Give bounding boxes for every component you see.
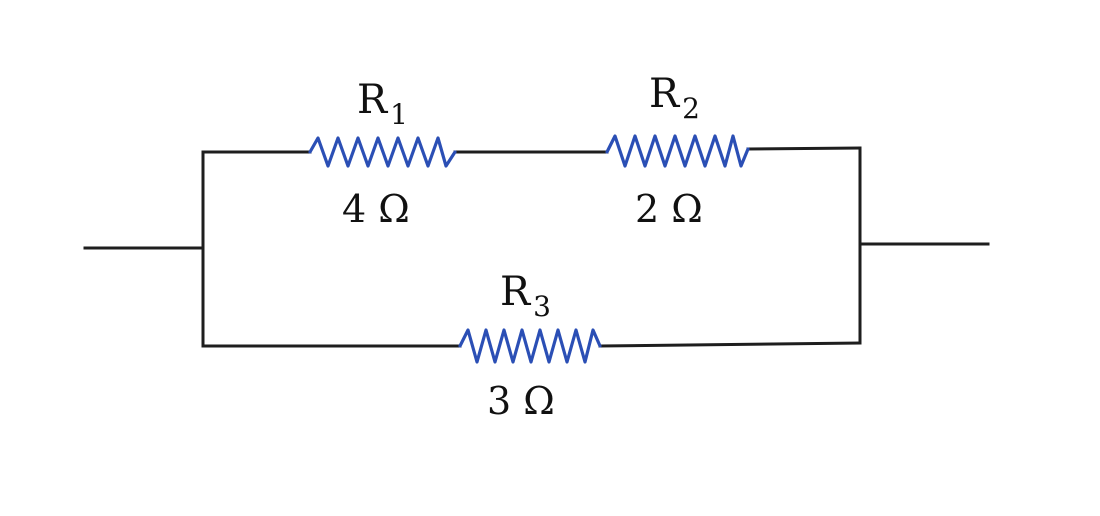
resistor-r1-symbol-text: R xyxy=(357,77,389,123)
resistor-r3-symbol xyxy=(458,328,602,364)
resistor-r1-symbol xyxy=(308,136,457,168)
resistor-r2-symbol xyxy=(605,134,750,168)
bottom-branch-wire-right xyxy=(598,341,862,348)
resistor-r3-value: 3 Ω xyxy=(487,379,555,423)
resistor-r2-value: 2 Ω xyxy=(635,187,703,231)
resistor-r1-value: 4 Ω xyxy=(342,187,410,231)
resistor-r3-subscript: 3 xyxy=(533,290,551,323)
top-branch-wire-right xyxy=(746,146,862,151)
resistor-r1-subscript: 1 xyxy=(390,98,408,131)
resistor-r2-subscript: 2 xyxy=(682,92,700,125)
resistor-r2-symbol-text: R xyxy=(649,71,681,117)
resistor-r3-symbol-text: R xyxy=(500,269,532,315)
